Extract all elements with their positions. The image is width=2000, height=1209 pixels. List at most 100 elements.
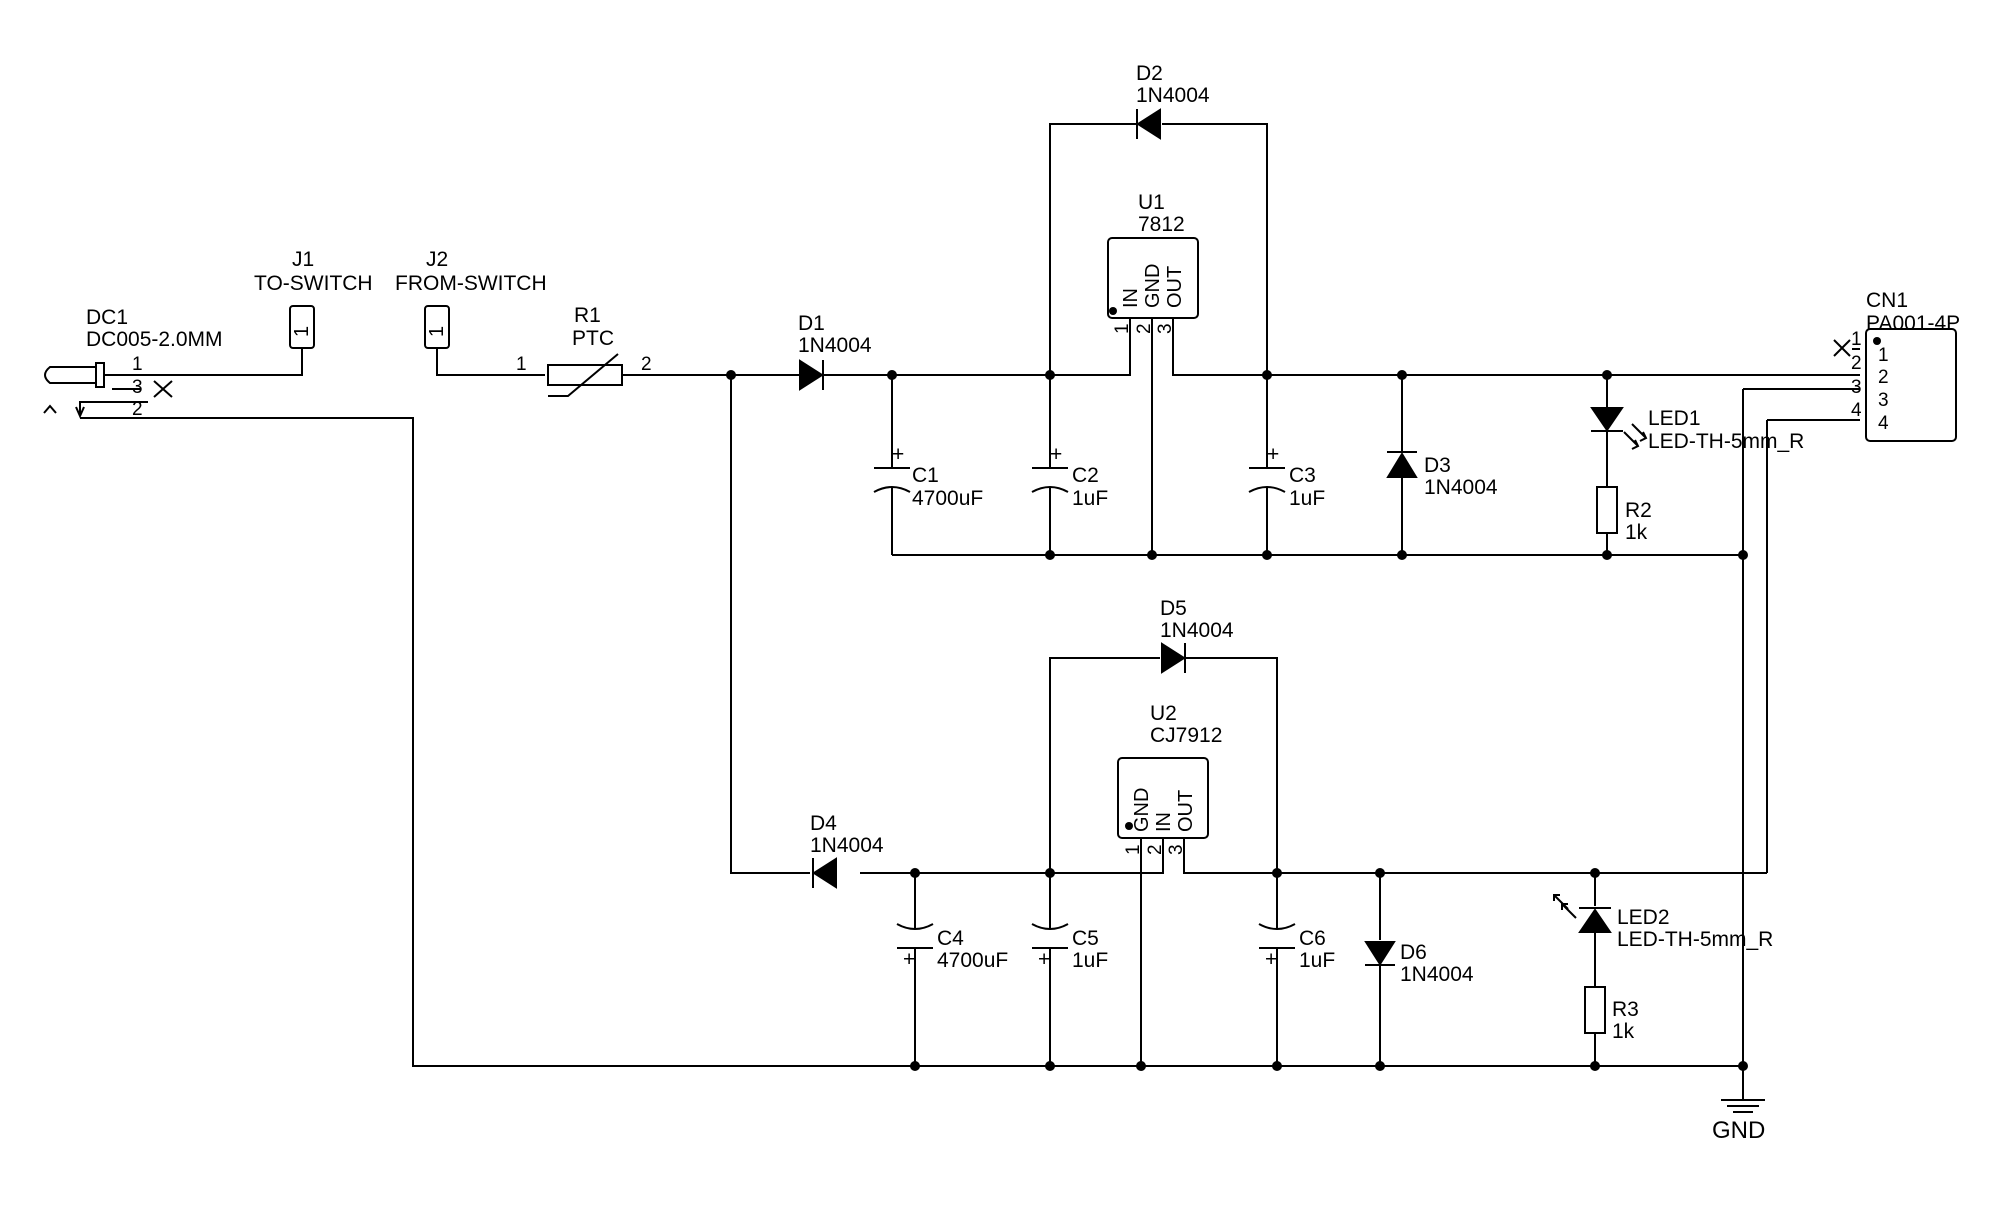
junctions [726,370,1748,1071]
d5-value: 1N4004 [1160,619,1234,642]
u2-value: CJ7912 [1150,724,1222,747]
led2-value: LED-TH-5mm_R [1617,928,1773,951]
u1-pin-1: 1 [1112,323,1133,334]
d2-ref: D2 [1136,62,1163,85]
cn1-pin-3-outer: 3 [1851,377,1862,398]
d1-ref: D1 [798,312,825,335]
r1-pin-2: 2 [641,354,652,375]
u2-pin-2: 2 [1145,844,1166,855]
dc1-pin-2: 2 [132,399,143,420]
gnd-label: GND [1712,1117,1765,1144]
diode-d1: D1 1N4004 [798,312,872,391]
cn1-pin-2-outer: 2 [1851,353,1862,374]
d5-ref: D5 [1160,597,1187,620]
j2-pin: 1 [426,326,448,337]
capacitor-c2: + C2 1uF [1031,443,1108,510]
u2-pin-name-in: IN [1153,812,1175,832]
u2-pin-name-gnd: GND [1131,788,1153,832]
d3-ref: D3 [1424,454,1451,477]
d1-value: 1N4004 [798,334,872,357]
regulator-u2: GND IN OUT 1 2 3 U2 CJ7912 [1117,702,1222,855]
resistor-r3: R3 1k [1584,986,1639,1043]
cn1-pin-4: 4 [1878,413,1889,434]
led2-ref: LED2 [1617,906,1670,929]
c6-polarity: + [1265,948,1277,971]
diode-d6: D6 1N4004 [1364,941,1474,986]
connector-cn1: CN1 PA001-4P 1 2 3 4 1 2 3 4 [1833,289,1960,442]
c1-value: 4700uF [912,487,983,510]
dc1-value: DC005-2.0MM [86,328,223,351]
r1-pin-1: 1 [516,354,527,375]
r2-value: 1k [1625,521,1648,544]
r1-value: PTC [572,327,614,350]
capacitor-c3: + C3 1uF [1248,443,1325,510]
j1-ref: J1 [292,248,314,271]
c3-ref: C3 [1289,464,1316,487]
c6-value: 1uF [1299,949,1335,972]
cn1-ref: CN1 [1866,289,1908,312]
wires [79,123,1860,1100]
cn1-pin-3: 3 [1878,390,1889,411]
j2-value: FROM-SWITCH [395,272,547,295]
r2-ref: R2 [1625,499,1652,522]
u1-pin-name-out: OUT [1164,266,1186,308]
r1-ref: R1 [574,304,601,327]
u1-pin-2: 2 [1134,323,1155,334]
capacitor-c1: + C1 4700uF [873,443,983,510]
j1-value: TO-SWITCH [254,272,373,295]
c1-polarity: + [892,443,904,466]
j1-pin: 1 [291,326,313,337]
led-led2: LED2 LED-TH-5mm_R [1553,894,1773,951]
c6-ref: C6 [1299,927,1326,950]
led1-value: LED-TH-5mm_R [1648,430,1804,453]
resistor-r2: R2 1k [1596,486,1652,544]
c2-ref: C2 [1072,464,1099,487]
c5-polarity: + [1038,948,1050,971]
u2-pin-1: 1 [1123,844,1144,855]
capacitor-c4: + C4 4700uF [896,923,1008,972]
c3-value: 1uF [1289,487,1325,510]
c4-ref: C4 [937,927,964,950]
u2-ref: U2 [1150,702,1177,725]
u1-ref: U1 [1138,191,1165,214]
u1-value: 7812 [1138,213,1185,236]
capacitor-c6: + C6 1uF [1258,923,1335,972]
dc1-pin-3: 3 [132,377,143,398]
c5-ref: C5 [1072,927,1099,950]
c2-polarity: + [1050,443,1062,466]
dc1-pin-1: 1 [132,354,143,375]
u1-pin-name-gnd: GND [1142,264,1164,308]
c2-value: 1uF [1072,487,1108,510]
u1-pin-name-in: IN [1120,288,1142,308]
u1-pin-3: 3 [1155,323,1176,334]
diode-d3: D3 1N4004 [1386,451,1498,499]
cn1-pin-4-outer: 4 [1851,400,1862,421]
dc-jack-dc1: DC1 DC005-2.0MM 1 3 2 [43,306,223,420]
d6-value: 1N4004 [1400,963,1474,986]
capacitor-c5: + C5 1uF [1031,923,1108,972]
c1-ref: C1 [912,464,939,487]
regulator-u1: IN GND OUT 1 2 3 U1 7812 [1107,191,1199,334]
diode-d5: D5 1N4004 [1160,597,1234,674]
j2-ref: J2 [426,248,448,271]
ground-symbol: GND [1712,1099,1765,1144]
d2-value: 1N4004 [1136,84,1210,107]
led1-ref: LED1 [1648,407,1701,430]
cn1-pin-1: 1 [1878,345,1889,366]
r3-ref: R3 [1612,998,1639,1021]
cn1-pin-2: 2 [1878,367,1889,388]
d6-ref: D6 [1400,941,1427,964]
d3-value: 1N4004 [1424,476,1498,499]
d4-value: 1N4004 [810,834,884,857]
diode-d2: D2 1N4004 [1136,62,1210,140]
dc1-ref: DC1 [86,306,128,329]
connector-j2: 1 J2 FROM-SWITCH [395,248,547,349]
u2-pin-name-out: OUT [1175,790,1197,832]
led-led1: LED1 LED-TH-5mm_R [1590,407,1804,453]
c4-polarity: + [903,948,915,971]
diode-d4: D4 1N4004 [810,812,884,889]
r3-value: 1k [1612,1020,1635,1043]
c4-value: 4700uF [937,949,1008,972]
